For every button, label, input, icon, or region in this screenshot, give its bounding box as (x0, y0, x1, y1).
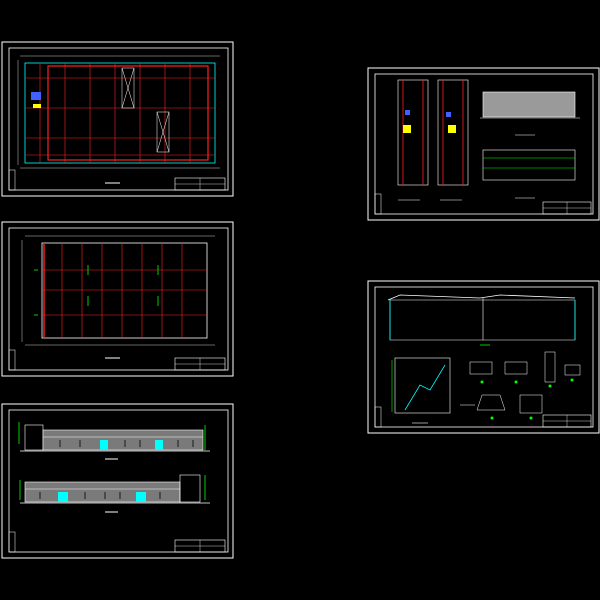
section-elevation-1 (480, 91, 580, 136)
detail-sections (460, 351, 581, 414)
sheet-border (367, 67, 600, 221)
blue-room-fill (31, 92, 41, 100)
green-markers (34, 265, 159, 316)
sheet-elevations[interactable] (1, 403, 234, 559)
sheet-inner-frame (8, 47, 229, 191)
elevation-rear (19, 474, 210, 513)
long-section (387, 294, 576, 346)
binding-strip (374, 193, 382, 215)
detail-markers (480, 378, 574, 420)
sheet-border (1, 403, 234, 559)
sheet-section-details[interactable] (367, 280, 600, 434)
sheet-inner-frame (374, 286, 594, 428)
building-outline (41, 242, 208, 339)
building-outline (24, 62, 216, 164)
sheet-floor-plan-2[interactable] (1, 221, 234, 377)
sheet-border (1, 221, 234, 377)
sheet-inner-frame (8, 227, 229, 371)
sheet-floor-plan-1[interactable] (1, 41, 234, 197)
stair-cross (121, 67, 170, 153)
binding-strip (8, 169, 16, 191)
stair-detail (391, 357, 451, 414)
sheet-inner-frame (8, 409, 229, 553)
binding-strip (374, 406, 382, 428)
stair-plan-b (437, 79, 469, 201)
yellow-room-fill (33, 104, 41, 108)
sheet-inner-frame (374, 73, 594, 215)
sheet-border (367, 280, 600, 434)
grid-lines (25, 63, 215, 163)
section-elevation-2 (482, 149, 576, 199)
column-frame (47, 65, 209, 161)
elevation-front (18, 422, 210, 460)
grid-lines (42, 243, 207, 338)
stair-plan-a (397, 79, 429, 201)
dimension-ticks (17, 55, 220, 169)
binding-strip (8, 349, 16, 371)
dimension-ticks (21, 235, 215, 346)
binding-strip (8, 531, 16, 553)
sheet-stair-sections[interactable] (367, 67, 600, 221)
sheet-border (1, 41, 234, 197)
